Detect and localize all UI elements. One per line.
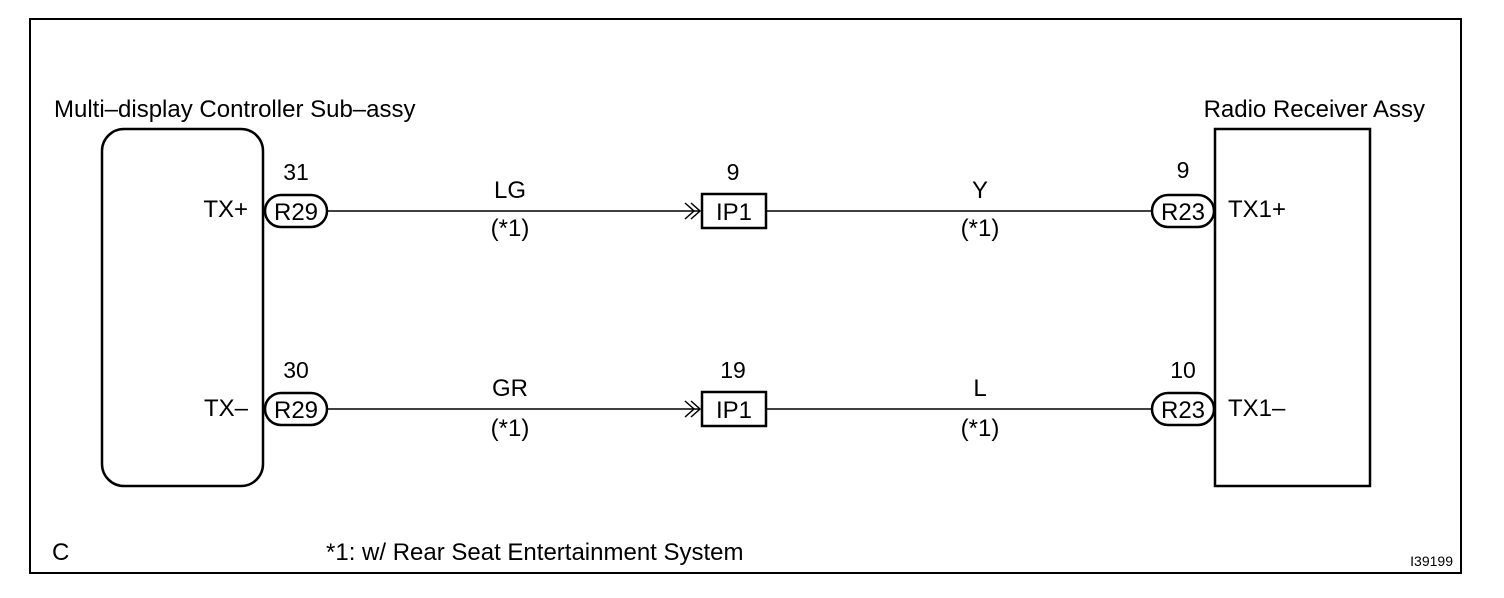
right-connector-label: R23 [1161,199,1205,226]
footnote: *1: w/ Rear Seat Entertainment System [326,539,744,566]
corner-label: C [52,539,69,566]
junction-connector-label: IP1 [716,199,752,226]
wire-color-left: LG [494,177,526,204]
wire-row-tx-minus: TX– 30 R29 GR (*1) 19 IP1 L (*1) 10 R23 … [204,357,1286,442]
junction-connector-box [700,192,768,230]
left-component-title: Multi–display Controller Sub–assy [54,96,416,123]
junction-pin-number: 9 [727,159,740,185]
wire-note-right: (*1) [961,215,1000,242]
right-connector-oval [1150,193,1216,229]
left-connector-label: R29 [274,397,318,424]
junction-pin-number: 19 [720,357,746,383]
radio-receiver-box [1213,127,1372,488]
figure-id: I39199 [1410,553,1453,569]
right-pin-number: 10 [1170,357,1196,383]
wire-color-right: Y [972,177,988,204]
right-connector-label: R23 [1161,397,1205,424]
diagram-frame [29,18,1462,574]
right-terminal-label: TX1– [1228,395,1286,422]
wire-row-tx-plus: TX+ 31 R29 LG (*1) 9 IP1 Y (*1) 9 R23 TX… [203,157,1286,242]
left-pin-number: 30 [283,357,309,383]
right-terminal-label: TX1+ [1228,196,1286,223]
wire-note-right: (*1) [961,415,1000,442]
left-terminal-label: TX+ [203,196,248,223]
right-connector-oval [1150,391,1216,427]
junction-chevron [684,400,702,418]
junction-connector-label: IP1 [716,397,752,424]
wire-color-right: L [973,375,986,402]
left-pin-number: 31 [283,159,309,185]
left-terminal-label: TX– [204,395,249,422]
right-component-title: Radio Receiver Assy [1204,96,1425,123]
wire-note-left: (*1) [491,215,530,242]
junction-chevron [684,202,702,220]
left-connector-label: R29 [274,199,318,226]
multi-display-controller-box [100,127,265,488]
wire-color-left: GR [492,375,528,402]
right-pin-number: 9 [1177,157,1190,183]
wire-note-left: (*1) [491,415,530,442]
